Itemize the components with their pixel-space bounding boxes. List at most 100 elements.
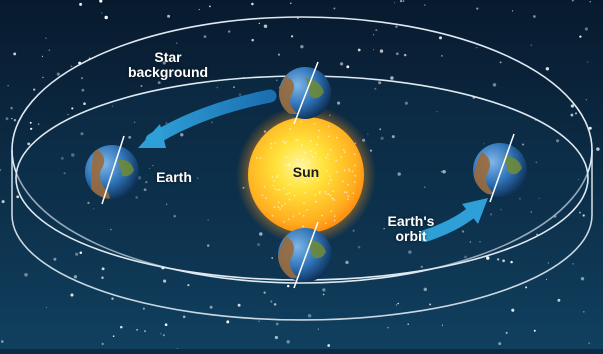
sun-speckle [307,160,310,163]
star-dot [476,7,479,10]
sun-speckle [332,190,335,193]
star-dot [274,335,279,340]
sun-speckle [327,153,329,156]
star-dot [275,322,279,326]
star-dot [286,340,290,344]
star-dot [397,172,401,176]
star-dot [263,24,268,29]
star-dot [209,5,211,8]
star-dot [206,244,210,247]
star-dot [136,328,139,331]
star-dot [144,330,146,332]
star-dot [574,112,578,115]
sun-speckle [309,139,312,142]
star-dot [502,259,505,263]
star-dot [322,288,326,292]
star-dot [173,214,176,218]
earth-globe-icon [85,135,139,205]
star-dot [187,284,190,287]
star-dot [70,293,74,297]
star-dot [333,7,336,10]
curved-arrow-icon [419,198,488,242]
star-dot [440,170,443,173]
star-dot [112,335,115,338]
star-dot [270,300,273,303]
star-dot [286,284,290,288]
sun-speckle [343,151,346,154]
sun-speckle [273,180,275,182]
star-dot [258,22,260,25]
star-dot [152,164,154,167]
sun-icon [236,105,376,245]
sun-speckle [306,209,308,211]
sun-speckle [284,203,286,205]
star-dot [263,291,266,294]
star-dot [143,188,147,192]
sun-speckle [302,215,305,217]
star-dot [596,147,600,151]
star-dot [340,62,344,66]
star-dot [464,255,467,259]
star-dot [13,118,17,122]
sun-speckle [306,167,309,170]
sun-speckle [354,174,357,177]
sun-speckle [342,180,344,183]
star-dot [148,167,151,170]
star-dot [33,88,36,91]
sun-speckle [277,174,279,177]
star-dot [580,276,585,281]
star-dot [290,35,294,38]
star-dot [140,85,143,87]
sun-speckle [324,190,326,193]
sun-speckle [277,206,280,209]
earths-orbit-label: Earth's orbit [376,214,446,244]
star-dot [408,250,412,254]
sun-speckle [318,192,321,195]
star-dot [486,256,490,260]
star-dot [11,117,13,120]
sun-speckle [352,192,355,195]
star-dot [322,293,325,296]
sun-speckle [301,158,304,161]
star-dot [83,102,86,106]
star-dot [67,113,69,116]
sun-speckle [283,142,286,144]
star-dot [525,286,528,289]
star-dot [588,126,592,130]
star-dot [469,241,472,243]
star-dot [588,342,591,345]
star-dot [300,45,304,49]
star-dot [533,329,536,332]
sun-speckle [324,222,327,225]
star-dot [441,55,443,57]
star-dot [165,203,168,205]
star-dot [56,72,60,76]
star-dot [135,196,138,199]
sun-speckle [284,164,286,167]
star-dot [578,211,581,214]
sun-speckle [316,143,318,146]
star-dot [337,101,341,105]
star-dot [226,320,230,324]
star-dot [75,252,79,256]
star-dot [87,201,90,205]
star-dot [110,228,112,231]
star-dot [496,258,500,261]
star-dot [499,61,502,64]
star-dot [5,117,9,121]
star-dot [71,107,74,110]
star-dot [424,4,426,6]
star-dot [80,132,84,136]
sun-speckle [331,197,333,200]
sun-speckle [292,215,295,218]
star-dot [489,213,493,216]
star-dot [10,106,13,110]
sun-speckle [345,191,348,194]
star-dot [498,342,502,346]
sun-speckle [333,199,336,201]
star-dot [0,340,4,343]
sun-speckle [278,188,281,191]
star-dot [111,297,114,300]
star-dot [545,278,548,281]
sun-speckle [313,123,316,125]
